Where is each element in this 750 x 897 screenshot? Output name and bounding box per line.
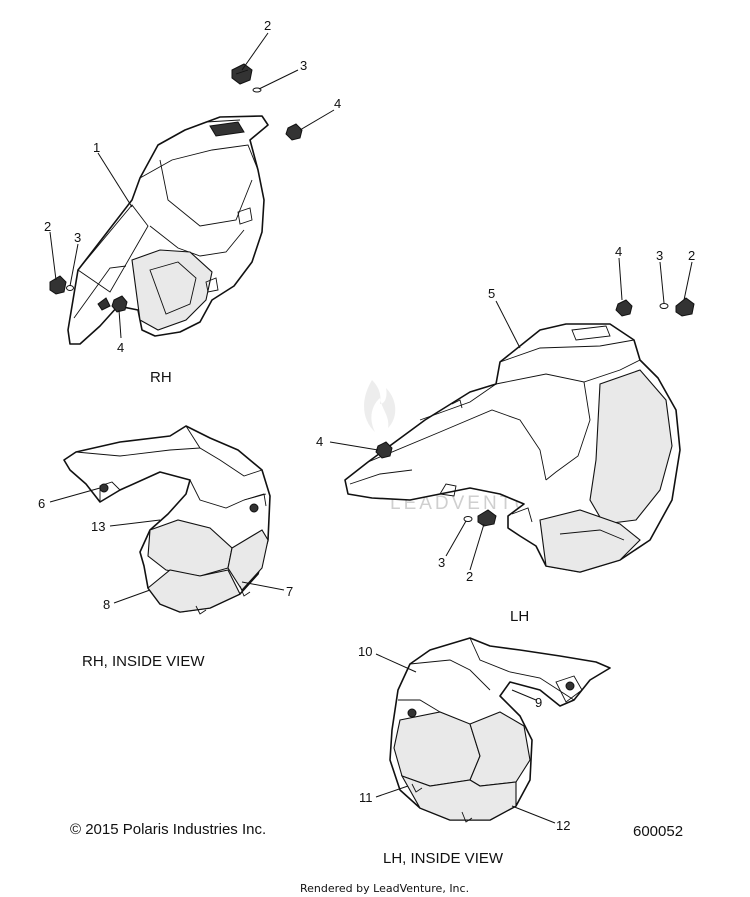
- callout-5: 5: [488, 286, 495, 301]
- clip-part-2-left: [49, 275, 67, 295]
- callout-9: 9: [535, 695, 542, 710]
- rendered-by-text: Rendered by LeadVenture, Inc.: [300, 882, 469, 895]
- callout-7: 7: [286, 584, 293, 599]
- nut-part-4-lh-top: [615, 299, 633, 317]
- callout-2: 2: [44, 219, 51, 234]
- callout-4: 4: [316, 434, 323, 449]
- callout-3: 3: [438, 555, 445, 570]
- caption-rh-inside-view: RH, INSIDE VIEW: [82, 653, 205, 670]
- rivet-part-3-lh-top: [659, 303, 669, 309]
- callout-2: 2: [688, 248, 695, 263]
- rh-inside-view-part: [63, 425, 271, 615]
- caption-rh: RH: [150, 369, 172, 386]
- figure-number: 600052: [633, 823, 683, 840]
- callout-2: 2: [466, 569, 473, 584]
- callout-12: 12: [556, 818, 570, 833]
- callout-4: 4: [615, 244, 622, 259]
- rivet-part-3-top: [252, 87, 262, 93]
- clip-part-2-lh-top: [675, 297, 695, 317]
- callout-3: 3: [74, 230, 81, 245]
- clip-part-2-lh-bottom: [477, 509, 497, 527]
- callout-4: 4: [117, 340, 124, 355]
- nut-part-4-lh-left: [375, 441, 393, 459]
- nut-part-4-top: [285, 123, 303, 141]
- lh-inside-view-part: [389, 637, 611, 823]
- callouts: 2 3 4 1 2 3 4 4 3 2 5 4 3 2 6 13 7 8 10 …: [38, 18, 695, 833]
- clip-part-2-top: [231, 63, 253, 85]
- caption-lh-inside-view: LH, INSIDE VIEW: [383, 850, 504, 867]
- callout-4: 4: [334, 96, 341, 111]
- callout-1: 1: [93, 140, 100, 155]
- rivet-part-3-lh-bottom: [463, 516, 473, 522]
- callout-13: 13: [91, 519, 105, 534]
- callout-3: 3: [300, 58, 307, 73]
- watermark-logo: [364, 380, 396, 432]
- callout-2: 2: [264, 18, 271, 33]
- leader-lines: [49, 32, 693, 824]
- copyright-text: © 2015 Polaris Industries Inc.: [70, 821, 266, 838]
- caption-lh: LH: [510, 608, 529, 625]
- rh-fender-part: [67, 115, 269, 345]
- callout-11: 11: [359, 790, 373, 805]
- nut-part-4-left: [111, 295, 128, 313]
- callout-3: 3: [656, 248, 663, 263]
- callout-8: 8: [103, 597, 110, 612]
- lh-fender-part: [344, 323, 681, 573]
- callout-10: 10: [358, 644, 372, 659]
- callout-6: 6: [38, 496, 45, 511]
- rivet-part-3-left: [66, 285, 74, 291]
